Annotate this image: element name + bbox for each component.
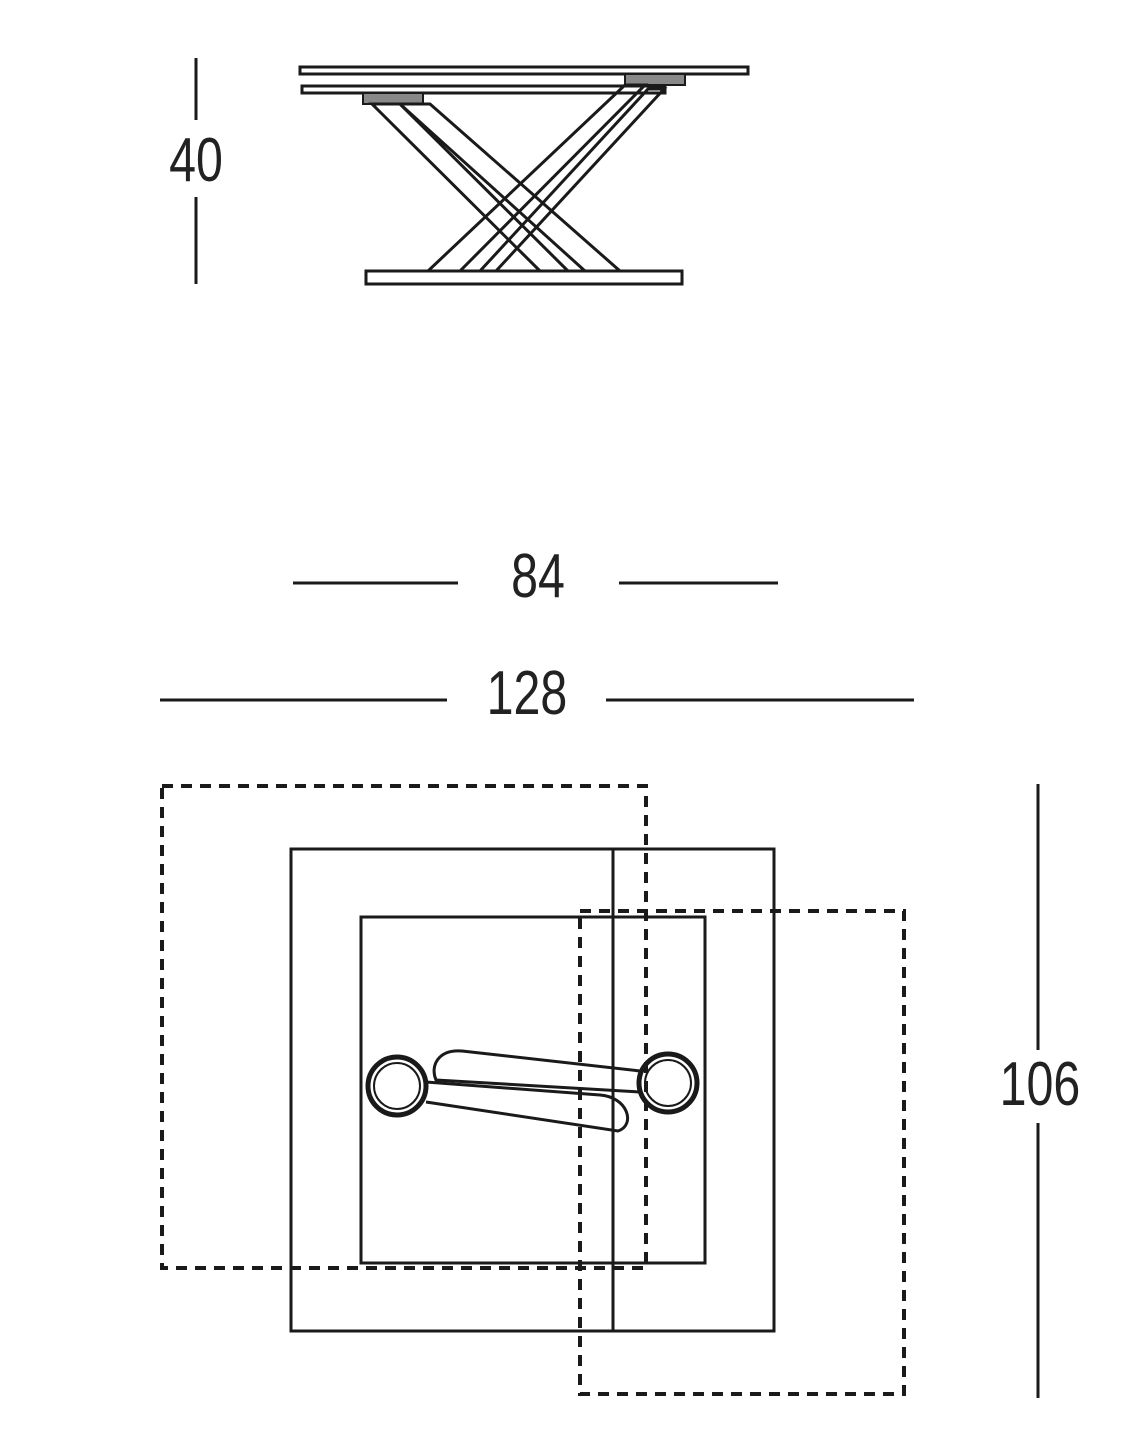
rear-diagonal-leg bbox=[476, 87, 668, 273]
closed-width-label: 84 bbox=[511, 541, 565, 610]
lower-tabletop bbox=[300, 84, 667, 95]
left-connector-plate bbox=[362, 92, 424, 105]
right-base-foot bbox=[636, 1051, 700, 1115]
back-diagonal-leg-2 bbox=[396, 102, 624, 273]
right-base-foot-inner bbox=[644, 1059, 692, 1107]
front-diagonal-leg bbox=[368, 102, 572, 273]
extended-width-label: 128 bbox=[487, 658, 568, 727]
depth-dimension-label: 106 bbox=[1000, 1049, 1081, 1118]
height-dimension-label: 40 bbox=[169, 125, 223, 194]
extended-top-right-dashed bbox=[578, 909, 906, 1396]
side-elevation-view: 40 bbox=[169, 58, 750, 286]
back-diagonal-leg bbox=[424, 83, 649, 273]
inner-top bbox=[359, 915, 707, 1265]
top-plan-view: 84 128 106 bbox=[160, 541, 1080, 1398]
upper-leg-arm bbox=[432, 1049, 641, 1094]
lower-leg-arm bbox=[425, 1080, 630, 1133]
right-connector-plate bbox=[624, 73, 686, 86]
extended-top-left-dashed bbox=[160, 784, 648, 1270]
closed-outer-top bbox=[289, 847, 776, 1333]
left-base-foot-inner bbox=[373, 1062, 421, 1110]
left-base-foot bbox=[365, 1054, 429, 1118]
upper-tabletop bbox=[298, 65, 750, 76]
base-plate bbox=[364, 269, 684, 286]
